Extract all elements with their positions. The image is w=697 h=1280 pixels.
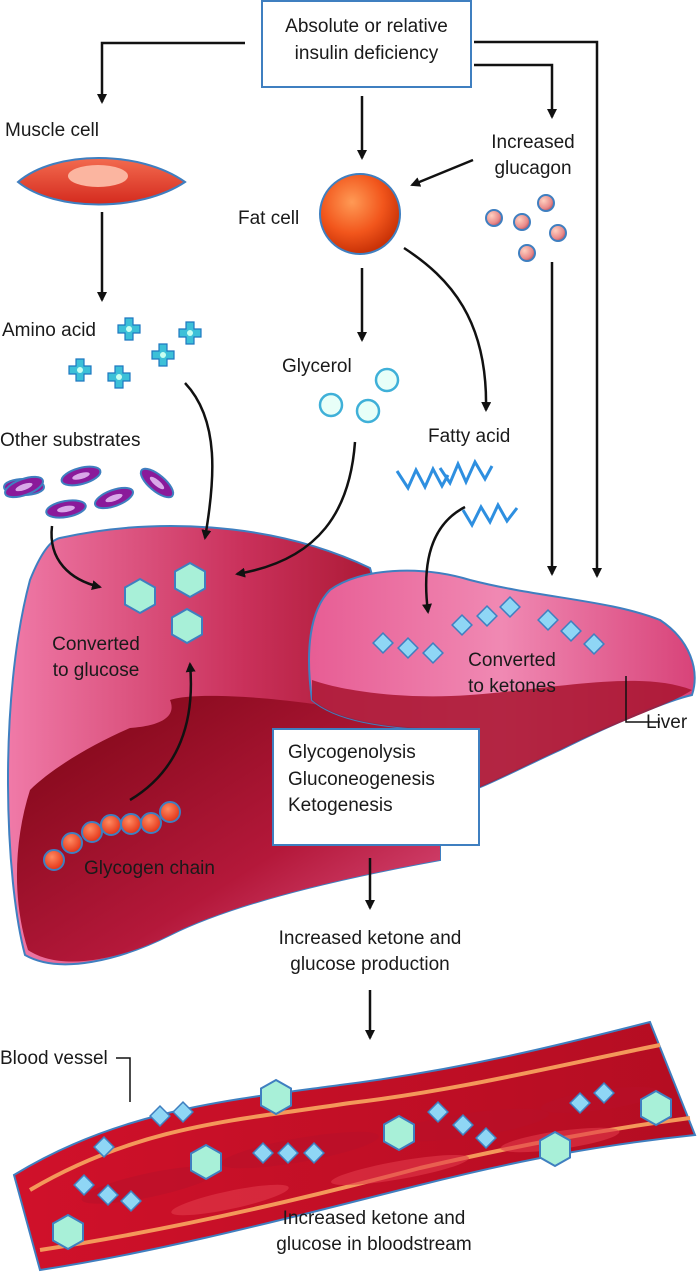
converted-to-glucose-label: Converted to glucose: [36, 632, 156, 683]
bloodstream-line1: Increased ketone and: [282, 1208, 466, 1229]
increased-glucagon-label: Increased glucagon: [478, 130, 588, 181]
increased-glucagon-line2: glucagon: [494, 157, 572, 179]
process-glycogenolysis: Glycogenolysis: [288, 742, 416, 763]
amino-acid-label: Amino acid: [2, 320, 96, 341]
converted-glucose-line1: Converted: [52, 634, 140, 655]
glycogen-chain-label: Glycogen chain: [84, 858, 215, 879]
other-substrates-label: Other substrates: [0, 430, 141, 451]
blood-vessel-callout-line: [116, 1057, 131, 1102]
increased-production-line1: Increased ketone and: [278, 928, 462, 949]
top-arrows: [97, 40, 602, 578]
glucagon-icons: [485, 194, 567, 262]
converted-ketones-line1: Converted: [468, 650, 556, 671]
other-substrates-icons: [1, 462, 179, 522]
increased-in-bloodstream-label: Increased ketone and glucose in bloodstr…: [266, 1206, 482, 1257]
insulin-deficiency-box: Absolute or relative insulin deficiency: [261, 0, 472, 88]
glycerol-icons: [318, 367, 400, 424]
bloodstream-line2: glucose in bloodstream: [276, 1233, 472, 1255]
fatty-acid-icons: [395, 458, 519, 529]
glycerol-label: Glycerol: [282, 356, 352, 377]
muscle-cell-label: Muscle cell: [5, 120, 99, 141]
converted-ketones-line2: to ketones: [468, 675, 556, 697]
increased-glucagon-line1: Increased: [491, 132, 575, 153]
glycogen-chain-icon: [43, 801, 181, 871]
increased-production-line2: glucose production: [290, 953, 450, 975]
insulin-deficiency-line2: insulin deficiency: [294, 42, 439, 64]
process-ketogenesis: Ketogenesis: [288, 795, 393, 817]
blood-vessel-label: Blood vessel: [0, 1048, 108, 1069]
process-gluconeogenesis: Gluconeogenesis: [288, 768, 435, 790]
increased-production-label: Increased ketone and glucose production: [262, 926, 478, 977]
converted-to-ketones-label: Converted to ketones: [452, 648, 572, 699]
muscle-cell-icon: [16, 157, 187, 206]
liver-label: Liver: [646, 712, 688, 733]
insulin-deficiency-line1: Absolute or relative: [285, 16, 448, 37]
blood-vessel-illustration: [12, 1020, 697, 1272]
converted-glucose-line2: to glucose: [52, 659, 140, 681]
fat-cell-label: Fat cell: [238, 208, 300, 229]
liver-callout-line: [625, 676, 660, 723]
fat-cell-icon: [319, 173, 401, 255]
process-box: Glycogenolysis Gluconeogenesis Ketogenes…: [272, 728, 480, 846]
fatty-acid-label: Fatty acid: [428, 426, 511, 447]
liver-arrows: [50, 382, 466, 1040]
